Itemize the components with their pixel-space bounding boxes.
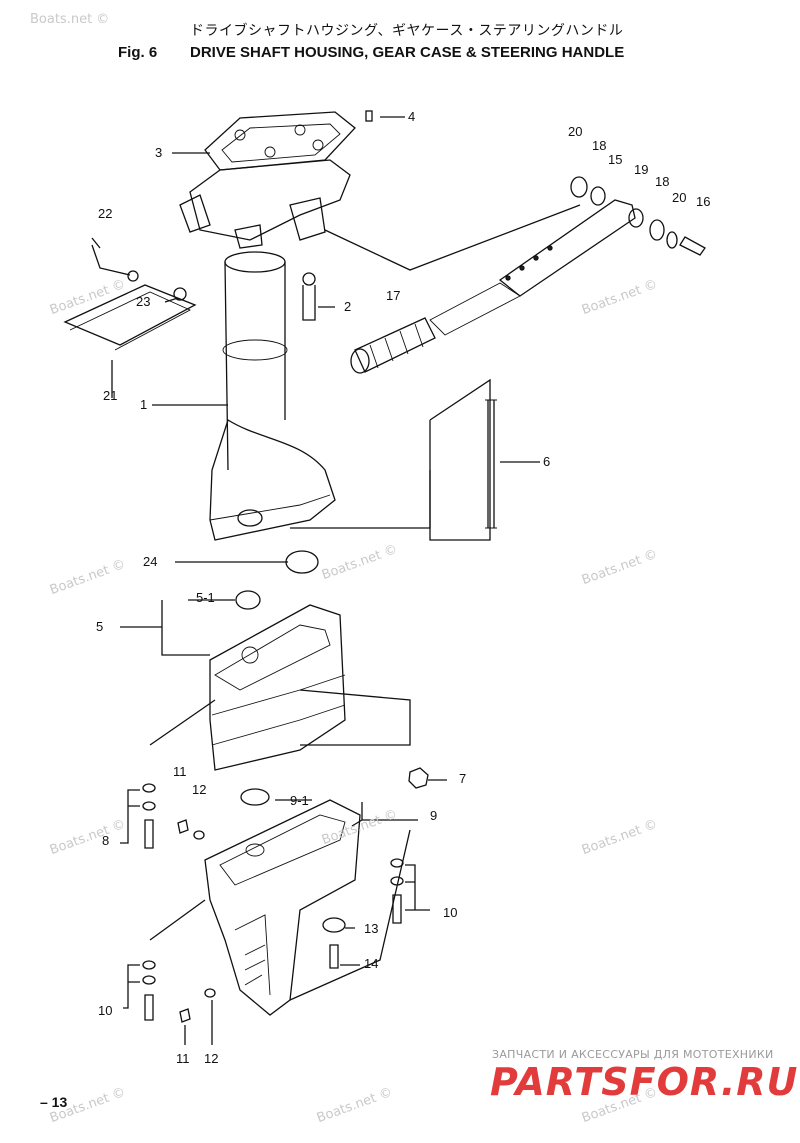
callout-15: 15: [608, 152, 623, 167]
stud: [485, 399, 497, 529]
figure-number: Fig. 6: [118, 44, 158, 61]
callout-7: 7: [459, 771, 467, 786]
callout-17: 17: [386, 288, 401, 303]
callout-21: 21: [103, 388, 118, 403]
callout-18: 18: [592, 138, 607, 153]
drive-shaft-housing: [209, 251, 336, 541]
callout-11b: 11: [176, 1051, 190, 1066]
bolt-2: [302, 272, 316, 321]
steering-handle: [429, 199, 636, 336]
callout-4: 4: [408, 109, 416, 124]
plug: [285, 550, 319, 574]
leader-lines: [91, 116, 581, 1045]
callout-10: 10: [443, 905, 458, 920]
japanese-title: ドライブシャフトハウジング、ギヤケース・ステアリングハンドル: [190, 23, 624, 39]
callout-12: 12: [192, 782, 207, 797]
callout-18b: 18: [655, 174, 670, 189]
callout-9-1: 9-1: [290, 793, 309, 808]
callout-24: 24: [143, 554, 158, 569]
gear-case-cover: [209, 590, 346, 771]
callout-19: 19: [634, 162, 649, 177]
callout-23: 23: [136, 294, 151, 309]
callout-20: 20: [568, 124, 583, 139]
callout-6: 6: [543, 454, 551, 469]
callout-10b: 10: [98, 1003, 113, 1018]
handle-grip: [350, 317, 436, 374]
callout-13: 13: [364, 921, 379, 936]
nut: [408, 767, 429, 789]
callout-5: 5: [96, 619, 104, 634]
pin: [365, 110, 373, 122]
steering-hardware: [570, 176, 706, 256]
shop-logo: PARTSFOR.RU: [490, 1060, 799, 1104]
callout-12b: 12: [204, 1051, 219, 1066]
callout-8: 8: [102, 833, 110, 848]
callout-11: 11: [173, 764, 187, 779]
callout-20b: 20: [672, 190, 687, 205]
page-number: – 13: [40, 1094, 68, 1110]
fastener-sets: [142, 783, 404, 1023]
callout-14: 14: [364, 956, 379, 971]
callout-3: 3: [155, 145, 163, 160]
callout-1: 1: [140, 397, 148, 412]
watermark: Boats.net ©: [30, 12, 110, 27]
lower-gear-case: [204, 788, 361, 1016]
callout-5-1: 5-1: [196, 590, 215, 605]
mount-bracket: [179, 159, 351, 249]
callout-16: 16: [696, 194, 711, 209]
shop-subtitle: ЗАПЧАСТИ И АКСЕССУАРЫ ДЛЯ МОТОТЕХНИКИ: [492, 1048, 774, 1061]
figure-title: DRIVE SHAFT HOUSING, GEAR CASE & STEERIN…: [190, 44, 625, 61]
callout-22: 22: [98, 206, 113, 221]
callout-2: 2: [344, 299, 352, 314]
callout-9: 9: [430, 808, 438, 823]
